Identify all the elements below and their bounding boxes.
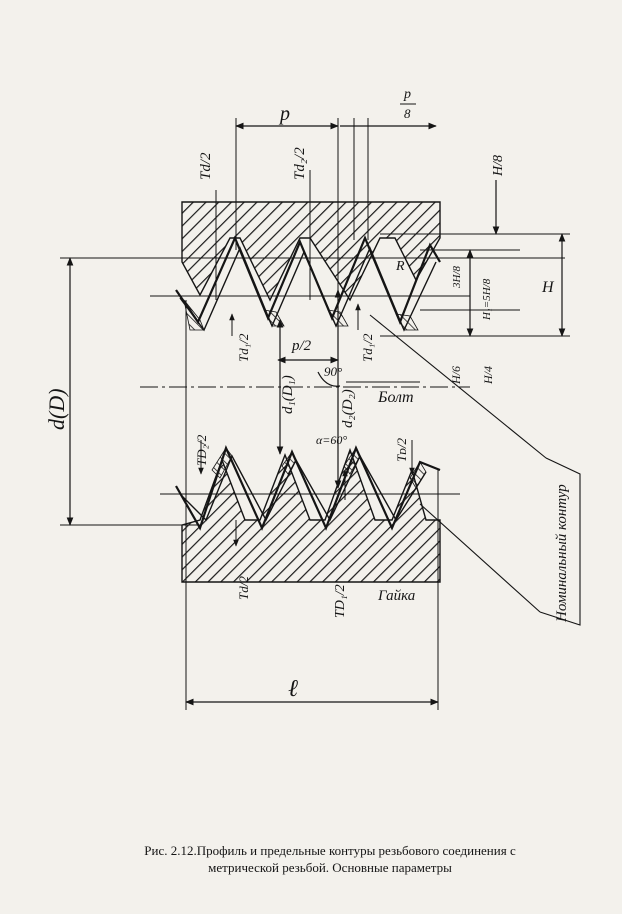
bolt-tolerance-field bbox=[183, 299, 419, 331]
h-label: H bbox=[541, 279, 555, 296]
caption-line-2: метрической резьбой. Основные параметры bbox=[208, 860, 452, 875]
nominal-contour-leaders bbox=[369, 314, 581, 626]
right-angle-label: 90° bbox=[324, 364, 342, 379]
nut-label: Гайка bbox=[377, 588, 415, 604]
h1-label: H₁=5H/8 bbox=[481, 278, 493, 321]
angle-label: α=60° bbox=[316, 433, 347, 447]
major-diameter-label: d(D) bbox=[44, 388, 69, 430]
bolt-body bbox=[181, 201, 441, 302]
pitch-eighth-den: 8 bbox=[404, 106, 411, 121]
td-half-bottom-label: Td/2 bbox=[236, 576, 251, 600]
nut-body bbox=[181, 447, 441, 583]
right-angle-arc bbox=[317, 371, 341, 387]
pitch-label: p bbox=[278, 103, 290, 125]
half-pitch-label: p/2 bbox=[291, 338, 312, 354]
td1-half-label: Td₁/2 bbox=[236, 333, 251, 362]
three-h-eighth-label: 3H/8 bbox=[451, 266, 463, 290]
length-label: ℓ bbox=[288, 676, 298, 702]
bolt-profile-min bbox=[179, 246, 437, 332]
td2-half-top-label: Td₂/2 bbox=[292, 147, 308, 180]
figure-caption: Рис. 2.12.Профиль и предельные контуры р… bbox=[70, 842, 590, 876]
d1-label: d₁(D₁) bbox=[280, 375, 296, 414]
caption-line-1: Рис. 2.12.Профиль и предельные контуры р… bbox=[144, 843, 516, 858]
h-sixth-label: H/6 bbox=[449, 366, 463, 385]
bolt-label: Болт bbox=[377, 389, 414, 406]
d2-label: d₂(D₂) bbox=[340, 389, 356, 428]
nominal-contour-label: Номинальный контур bbox=[554, 484, 570, 623]
td2-half-left-label: TD₂/2 bbox=[194, 434, 209, 466]
pitch-eighth-num: p bbox=[403, 87, 411, 102]
h-eighth-label: H/8 bbox=[491, 155, 506, 177]
td-half-top-label: Td/2 bbox=[198, 152, 214, 180]
nut-profile-max bbox=[175, 444, 441, 531]
h-quarter-label: H/4 bbox=[481, 366, 495, 385]
td1-half-right-label: Td₁/2 bbox=[360, 333, 375, 362]
radius-label: R bbox=[395, 259, 405, 274]
td-half-right-label: Tᴅ/2 bbox=[394, 438, 409, 462]
nut-tolerance-field bbox=[211, 447, 427, 489]
td1-half-bottom-label: TD₁/2 bbox=[333, 584, 348, 618]
